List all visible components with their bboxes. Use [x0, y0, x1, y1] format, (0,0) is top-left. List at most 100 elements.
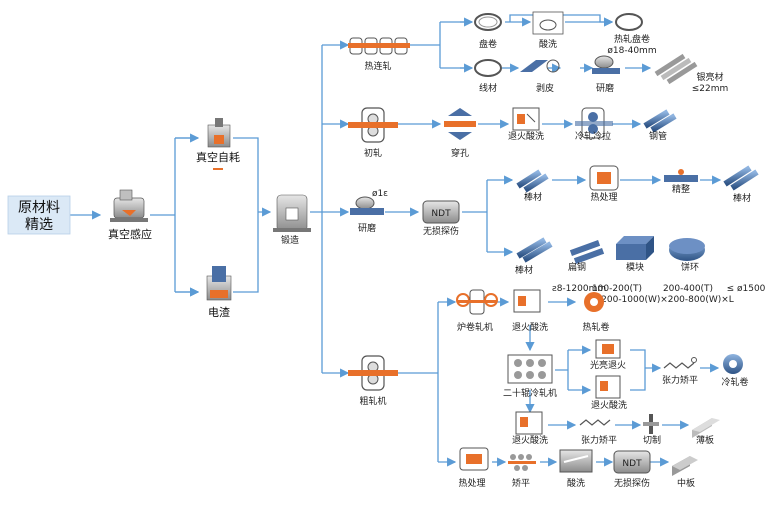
esr-label: 电渣 [208, 305, 230, 319]
initial-rolling-label: 初轧 [364, 147, 382, 159]
bar-label-3: 棒材 [515, 264, 533, 276]
bright-bar-icon [654, 53, 698, 85]
hot-coil-diameter: ø18-40mm [607, 46, 656, 56]
bright-anneal-icon [595, 339, 621, 359]
continuous-rolling-label: 热连轧 [364, 60, 391, 72]
cold-draw-label: 冷轧冷拉 [575, 130, 611, 142]
pan-coil-icon [474, 13, 502, 31]
vacuum-induction-icon [110, 189, 148, 222]
forging-press-icon [273, 194, 311, 232]
grinding-diameter: ø1ε [372, 189, 388, 199]
pan-coil-label: 盘卷 [479, 38, 497, 50]
spec-size-4: ≤ ø1500 [727, 284, 766, 294]
heat-treatment-label-1: 热处理 [590, 191, 617, 203]
initial-rolling-icon [348, 107, 398, 143]
ndt-text-2: NDT [622, 459, 642, 469]
cutting-icon [643, 414, 659, 434]
grinding-icon-1 [592, 55, 620, 74]
electroslag-icon [206, 266, 232, 301]
medium-plate-icon [672, 456, 698, 476]
bar-icon-3 [516, 237, 553, 263]
spec-size-2b: ×200-1000(W) [594, 295, 661, 305]
pickling-tank-icon [532, 11, 564, 35]
bar-label-1: 棒材 [524, 191, 542, 203]
leveling-label: 矫平 [512, 477, 530, 489]
hot-rolled-coil-icon-2 [584, 292, 604, 312]
medium-plate-label: 中板 [677, 477, 695, 489]
flow-lines [70, 14, 722, 467]
hot-coil-label-2: 热轧卷 [582, 321, 609, 333]
piercing-icon [444, 108, 476, 140]
steel-pipe-icon [643, 109, 677, 133]
var-label: 真空自耗 [196, 150, 240, 164]
pickling-label-1: 酸洗 [539, 38, 557, 50]
raw-material-box: 原材料 精选 [7, 195, 71, 235]
tension-leveler-icon-2 [579, 419, 611, 426]
bar-icon-2 [723, 165, 759, 191]
peeling-icon [520, 59, 560, 73]
cutting-label: 切制 [643, 434, 661, 446]
wire-coil-icon [474, 59, 502, 77]
cake-ring-icon [669, 238, 705, 261]
vacuum-induction-label: 真空感应 [108, 227, 152, 241]
heat-treatment-label-2: 热处理 [458, 477, 485, 489]
tension-leveler-label-1: 张力矫平 [662, 374, 698, 386]
heat-treatment-icon-2 [459, 447, 489, 471]
peeling-label: 剥皮 [536, 82, 554, 94]
forging-label: 锻造 [281, 234, 299, 246]
anneal-pickle-icon-3 [595, 375, 621, 399]
anneal-pickle-icon-1 [512, 107, 540, 131]
var-marker [213, 168, 223, 170]
cold-coil-label: 冷轧卷 [721, 376, 748, 388]
bar-icon-1 [516, 169, 549, 193]
flat-steel-label: 扁钢 [568, 261, 586, 273]
continuous-rolling-icon [348, 37, 410, 55]
spec-size-3b: ×200-800(W)×L [660, 295, 734, 305]
anneal-pickle-icon-2 [513, 289, 541, 313]
ndt-text-1: NDT [431, 209, 451, 219]
finishing-label: 精整 [672, 183, 690, 195]
furnace-mill-icon [456, 289, 498, 315]
rough-mill-icon [348, 355, 398, 391]
block-label: 模块 [626, 261, 644, 273]
anneal-pickle-icon-4 [515, 411, 543, 435]
grinding-label-1: 研磨 [596, 83, 614, 94]
tension-leveler-label-2: 张力矫平 [581, 434, 617, 446]
spec-size-3a: 200-400(T) [663, 284, 713, 294]
flat-steel-icon [569, 240, 605, 264]
ndt-box-2: NDT [613, 450, 651, 474]
grinding-label-2: 研磨 [358, 223, 376, 234]
ndt-label-2: 无损探伤 [614, 477, 650, 489]
hot-coil-label: 热轧盘卷 [614, 33, 650, 45]
cold-coil-icon [723, 354, 743, 374]
pickling-tank-icon-2 [559, 449, 593, 473]
cold-draw-icon [575, 107, 613, 139]
furnace-mill-label: 炉卷轧机 [457, 321, 493, 333]
wire-label: 线材 [479, 82, 497, 94]
leveling-icon [508, 454, 536, 471]
ndt-label-1: 无损探伤 [423, 225, 459, 237]
spec-size-1: ƨ8-1200mm [552, 284, 606, 294]
heat-treatment-icon-1 [589, 165, 619, 191]
grinding-icon-2 [350, 196, 384, 215]
vacuum-arc-remelt-icon [207, 118, 231, 148]
spec-size-2a: 100-200(T) [592, 284, 642, 294]
cake-ring-label: 饼环 [681, 261, 699, 273]
piercing-label: 穿孔 [451, 147, 469, 159]
steel-pipe-label: 钢管 [649, 130, 667, 142]
anneal-pickle-label-2: 退火酸洗 [512, 321, 548, 333]
bright-bar-diameter: ≤22mm [692, 84, 729, 94]
thin-plate-icon [692, 418, 720, 438]
bar-label-2: 棒材 [733, 192, 751, 204]
twenty-high-label: 二十辊冷轧机 [503, 387, 557, 399]
pickling-label-2: 酸洗 [567, 477, 585, 489]
anneal-pickle-label-4: 退火酸洗 [512, 434, 548, 446]
raw-material-label-1: 原材料 [18, 200, 60, 216]
block-icon [616, 236, 654, 260]
anneal-pickle-label-3: 退火酸洗 [591, 399, 627, 411]
raw-material-label-2: 精选 [25, 217, 53, 233]
finishing-icon [664, 169, 698, 182]
bright-anneal-label: 光亮退火 [590, 359, 626, 371]
twenty-high-mill-icon [507, 354, 553, 384]
